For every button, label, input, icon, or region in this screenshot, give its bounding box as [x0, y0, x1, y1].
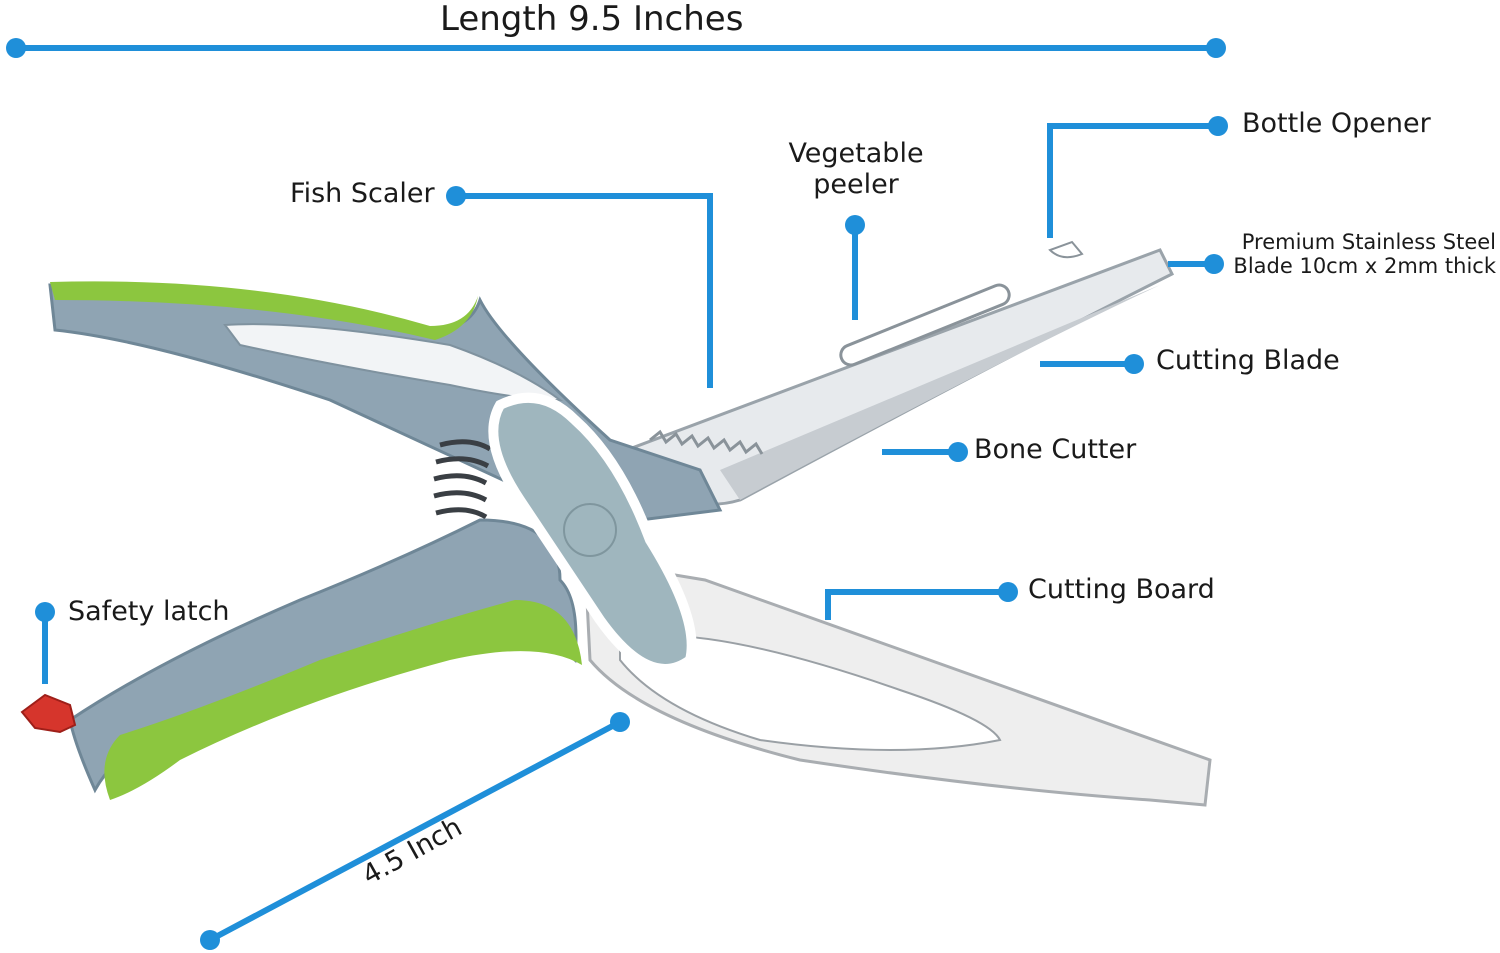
pivot-screw [563, 503, 617, 557]
scissors-illustration [20, 240, 1212, 807]
vegetable-peeler-label: Vegetable peeler [778, 138, 934, 200]
cutting-board-inner [619, 634, 1002, 751]
spring [433, 439, 492, 520]
fish-scaler-teeth [649, 429, 764, 455]
vegetable-peeler-label-line1: Vegetable [788, 138, 924, 169]
blade-spec-label-line2: Blade 10cm x 2mm thick [1233, 254, 1496, 279]
upper-blade-edge [720, 285, 1160, 500]
callout-safety-latch-dot [35, 602, 55, 622]
callout-cutting-blade-dot [1124, 354, 1144, 374]
callout-cutting-board-line [825, 589, 1008, 620]
bottle-opener-notch [1048, 240, 1084, 259]
callout-vegetable-peeler-dot [845, 215, 865, 235]
callout-blade-spec-dot [1204, 254, 1224, 274]
upper-handle-green [50, 281, 478, 340]
blade-spec-label: Premium Stainless Steel Blade 10cm x 2mm… [1228, 230, 1496, 278]
callout-bottle-opener-line [1047, 123, 1218, 238]
bone-cutter-label: Bone Cutter [974, 434, 1137, 465]
fish-scaler-label: Fish Scaler [290, 178, 435, 209]
callout-fish-scaler-line [456, 193, 713, 388]
safety-latch [20, 693, 77, 734]
upper-handle-inlay [223, 323, 564, 402]
lower-handle-green [104, 600, 582, 800]
callout-fish-scaler-dot [446, 186, 466, 206]
safety-latch-label: Safety latch [68, 596, 230, 627]
peeler-slot [839, 283, 1011, 367]
cutting-blade-label: Cutting Blade [1156, 345, 1340, 376]
vegetable-peeler-label-line2: peeler [813, 169, 899, 201]
handle-length-dimension [200, 712, 630, 950]
overall-length-label: Length 9.5 Inches [440, 0, 744, 39]
callout-cutting-board-dot [998, 582, 1018, 602]
callout-bottle-opener-dot [1208, 116, 1228, 136]
cutting-board [583, 558, 1212, 807]
bottle-opener-label: Bottle Opener [1242, 108, 1431, 139]
overall-length-dimension [6, 38, 1226, 58]
blade-spec-label-line1: Premium Stainless Steel [1241, 230, 1496, 254]
callout-bone-cutter-dot [948, 442, 968, 462]
cutting-board-label: Cutting Board [1028, 574, 1215, 605]
